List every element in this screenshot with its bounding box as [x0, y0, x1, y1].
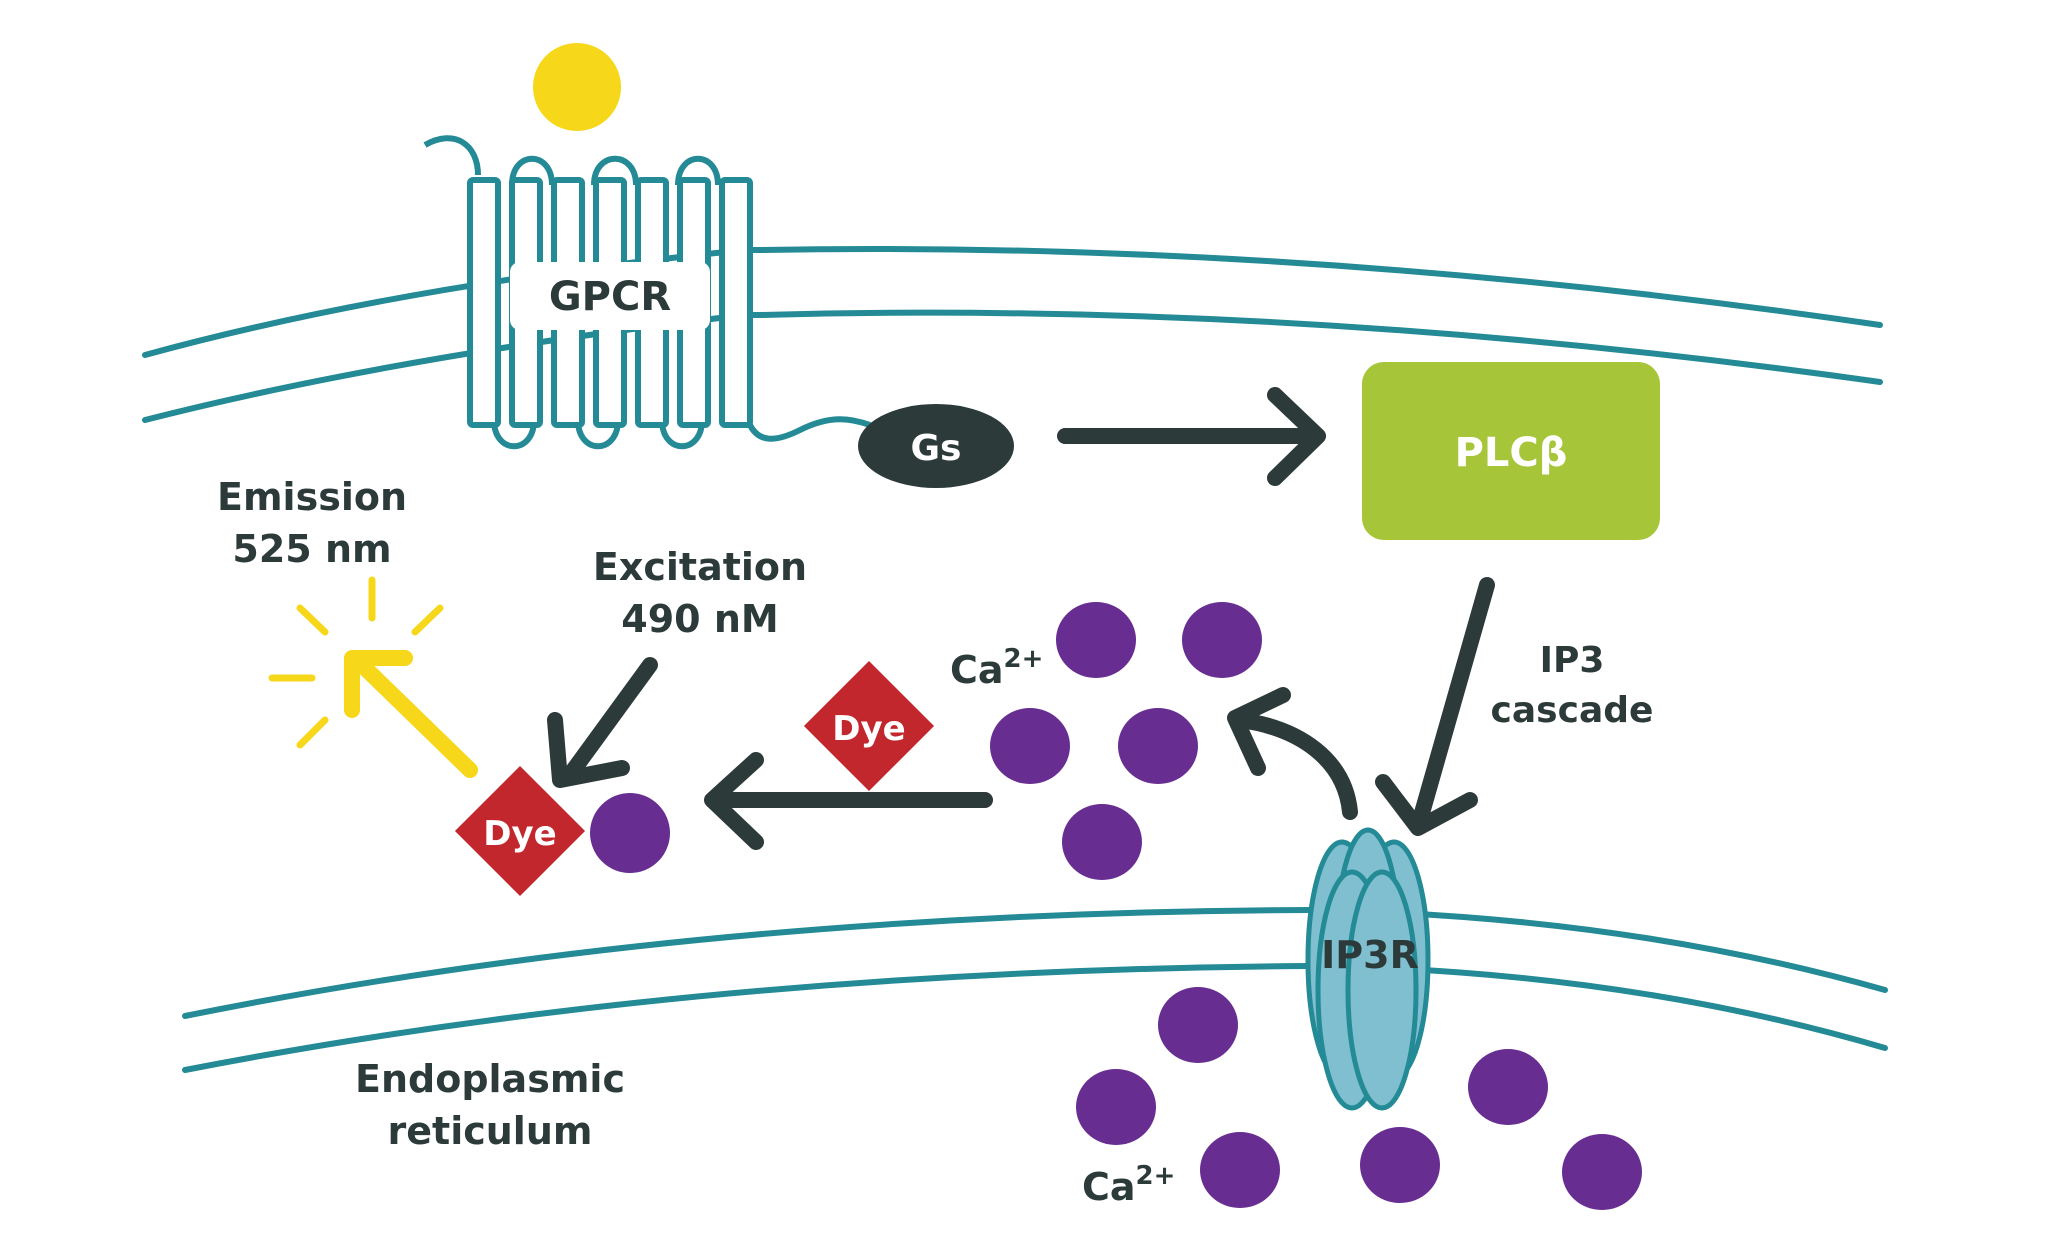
arrow-calcium-to-dye	[704, 752, 993, 850]
ip3r-channel	[1305, 827, 1431, 1111]
ca-bottom-label: Ca2+	[1082, 1161, 1175, 1209]
calcium-ion-icon	[590, 793, 670, 873]
er-membrane	[182, 906, 1888, 1073]
calcium-ion-icon	[1468, 1049, 1548, 1125]
er-calcium	[1076, 987, 1642, 1210]
calcium-ion-icon	[1182, 602, 1262, 678]
gpcr-label: GPCR	[549, 274, 671, 320]
cytosolic-calcium	[990, 602, 1262, 880]
arrow-plc-to-ip3r-shaft	[1412, 577, 1495, 828]
plasma-membrane	[142, 245, 1883, 423]
free-dye: Dye	[803, 660, 935, 792]
er-membrane-outer	[182, 906, 1888, 1019]
emission-label-line1: Emission	[217, 475, 407, 519]
calcium-ion-icon	[1158, 987, 1238, 1063]
emission-arrow	[344, 650, 478, 778]
gs-label: Gs	[911, 428, 962, 469]
arrow-gs-to-plc	[1057, 387, 1326, 486]
excitation-label-line2: 490 nM	[621, 597, 778, 641]
excitation-arrow	[547, 657, 658, 788]
gpcr-helix	[719, 177, 753, 428]
plc-beta-label: PLCβ	[1455, 430, 1568, 476]
emission-arrow-head	[344, 650, 413, 718]
arrow-gs-to-plc-head	[1267, 387, 1326, 486]
ca-bottom-superscript: 2+	[1136, 1161, 1176, 1191]
bound-dye-label: Dye	[483, 814, 556, 854]
ip3-cascade-label-line2: cascade	[1491, 690, 1654, 731]
gpcr-c-terminus	[747, 416, 871, 442]
free-dye-diamond	[803, 660, 935, 792]
calcium-ion-icon	[1360, 1127, 1440, 1203]
gpcr-n-terminus	[423, 135, 481, 176]
light-burst-icon	[268, 576, 444, 749]
emission-label-line2: 525 nm	[232, 527, 391, 571]
calcium-ion-icon	[1562, 1134, 1642, 1210]
er-label-line2: reticulum	[388, 1109, 593, 1153]
gpcr-helix	[467, 177, 501, 428]
bound-dye-complex: Dye	[454, 765, 670, 897]
arrow-calcium-to-dye-head	[704, 752, 764, 850]
calcium-ion-icon	[990, 708, 1070, 784]
bound-dye-diamond	[454, 765, 586, 897]
arrow-plc-to-ip3r	[1375, 577, 1495, 836]
emission-arrow-shaft	[354, 657, 478, 778]
ligand-circle-icon	[533, 43, 621, 131]
gpcr-extracellular-loops	[509, 155, 721, 186]
ca-top-base: Ca	[950, 648, 1004, 692]
er-label-line1: Endoplasmic	[355, 1057, 625, 1101]
calcium-ion-icon	[1062, 804, 1142, 880]
ca-top-superscript: 2+	[1004, 644, 1044, 674]
ca-bottom-base: Ca	[1082, 1165, 1136, 1209]
plc-beta-box	[1362, 362, 1660, 540]
ip3-cascade-label-line1: IP3	[1540, 640, 1605, 681]
ca-top-label: Ca2+	[950, 644, 1043, 692]
arrow-ip3r-release-shaft	[1232, 712, 1358, 820]
gs-protein	[858, 404, 1014, 488]
excitation-arrow-shaft	[564, 657, 658, 780]
arrow-plc-to-ip3r-head	[1375, 774, 1478, 836]
gpcr-intracellular-loops	[491, 419, 705, 450]
calcium-ion-icon	[1200, 1132, 1280, 1208]
calcium-ion-icon	[1118, 708, 1198, 784]
plasma-membrane-outer	[142, 245, 1883, 358]
ip3r-subunit	[1345, 869, 1419, 1111]
er-membrane-inner	[182, 962, 1888, 1073]
plasma-membrane-inner	[142, 309, 1883, 423]
calcium-ion-icon	[1076, 1069, 1156, 1145]
ip3r-label: IP3R	[1321, 933, 1419, 977]
free-dye-label: Dye	[832, 709, 905, 749]
excitation-arrow-head	[547, 712, 630, 788]
gpcr-label-backdrop	[510, 262, 710, 330]
excitation-label-line1: Excitation	[593, 545, 807, 589]
arrow-ip3r-release-head	[1227, 687, 1291, 776]
calcium-ion-icon	[1056, 602, 1136, 678]
arrow-ip3r-release	[1227, 687, 1358, 820]
